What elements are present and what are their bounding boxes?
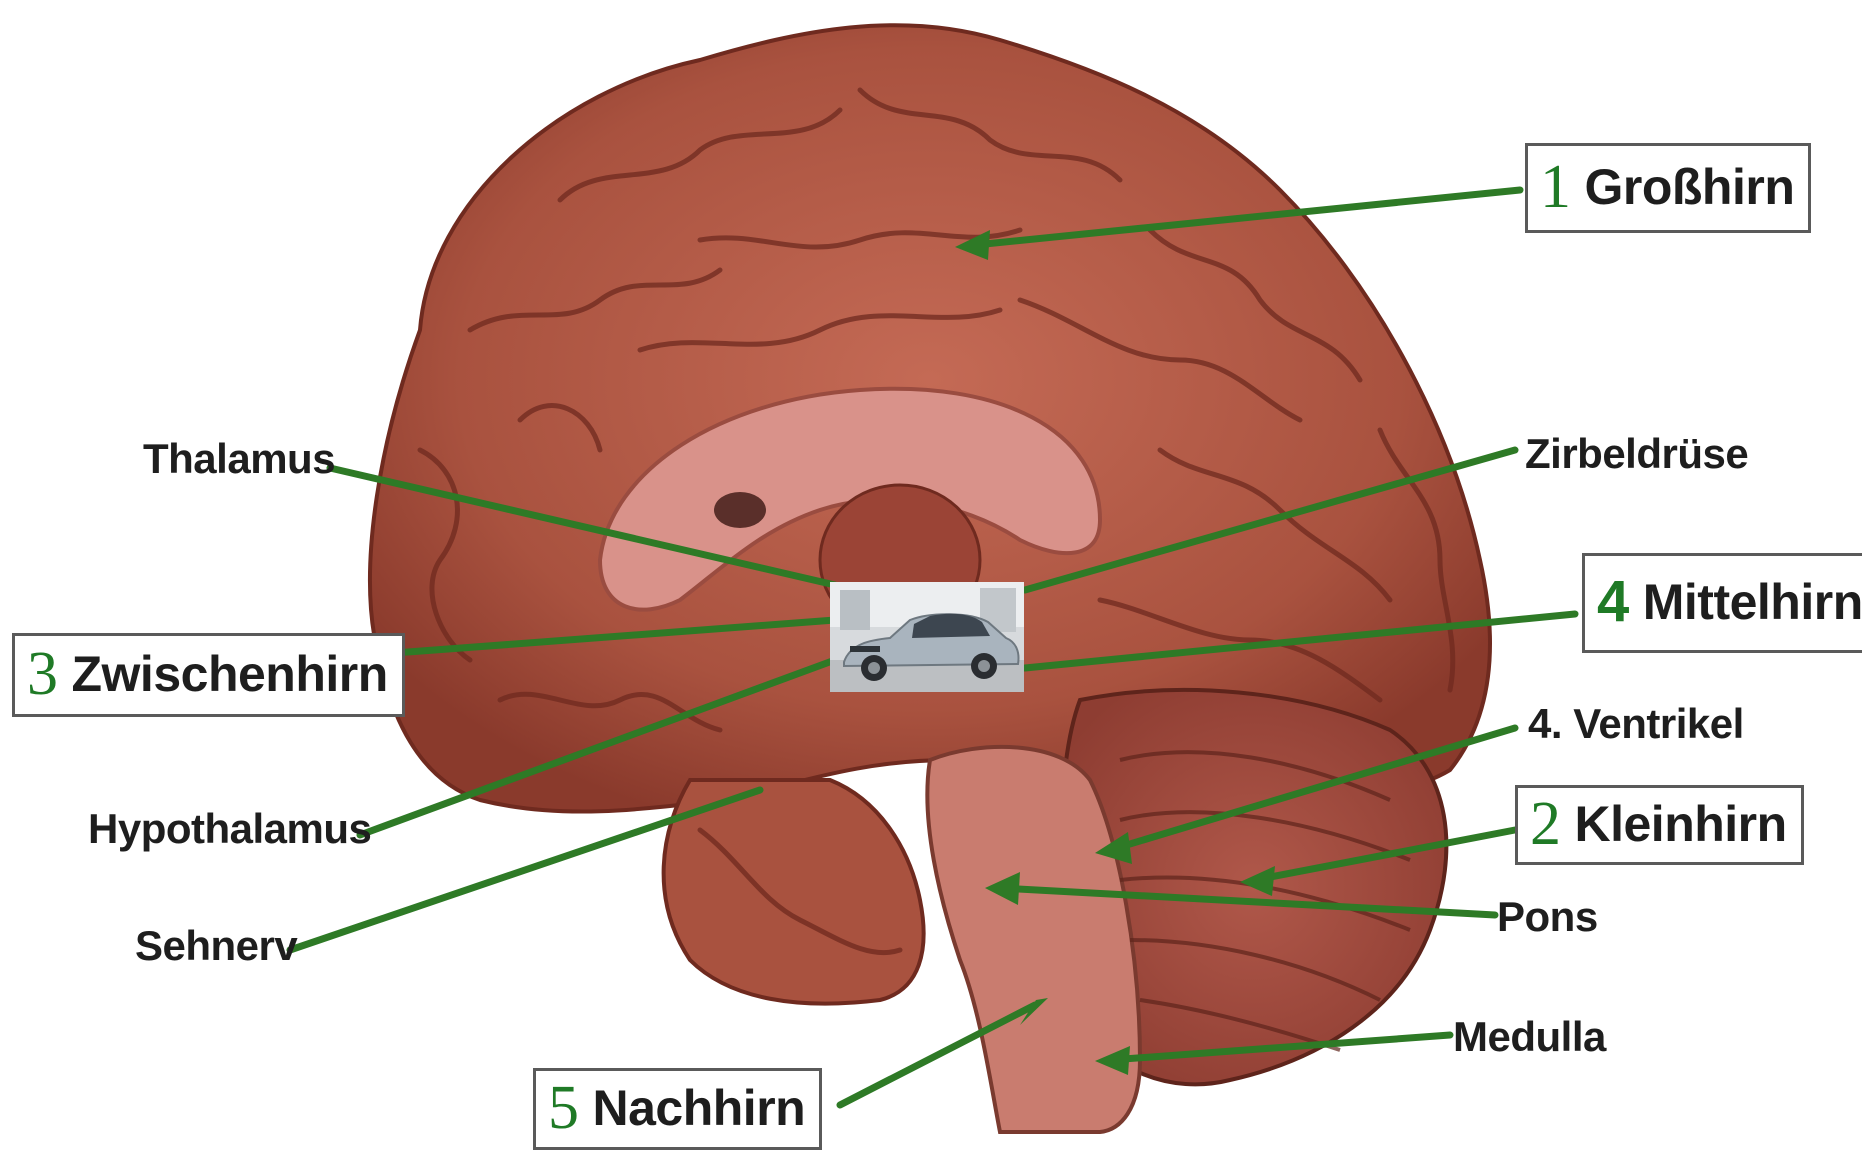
label-text: Nachhirn <box>593 1083 806 1133</box>
label-hypothalamus: Hypothalamus <box>88 805 371 853</box>
label-number: 4 <box>1597 573 1629 631</box>
leader-line-grosshirn <box>975 190 1520 245</box>
label-box-zwischenhirn: 3 Zwischenhirn <box>12 633 405 717</box>
leader-line-ventrikel <box>1110 728 1515 850</box>
label-zirbeldruese: Zirbeldrüse <box>1525 430 1748 478</box>
label-text: Mittelhirn <box>1643 577 1862 627</box>
leader-line-zwischenhirn <box>368 620 835 655</box>
label-thalamus: Thalamus <box>143 435 335 483</box>
leader-line-kleinhirn <box>1255 830 1515 880</box>
leader-line-hypothalamus <box>360 660 835 835</box>
leader-line-nachhirn <box>840 1005 1035 1105</box>
label-medulla: Medulla <box>1453 1013 1606 1061</box>
label-pons: Pons <box>1497 893 1598 941</box>
leader-line-zirbeldruese <box>1025 450 1515 590</box>
label-text: Großhirn <box>1585 162 1795 212</box>
leader-line-medulla <box>1110 1035 1450 1060</box>
label-text: Kleinhirn <box>1575 799 1787 849</box>
car-photo-illustration <box>830 582 1024 692</box>
label-number: 3 <box>27 643 58 705</box>
car-photo <box>830 582 1024 692</box>
label-ventrikel: 4. Ventrikel <box>1528 700 1744 748</box>
leader-line-thalamus <box>330 468 835 585</box>
label-sehnerv: Sehnerv <box>135 922 297 970</box>
label-box-grosshirn: 1 Großhirn <box>1525 143 1811 233</box>
label-number: 2 <box>1530 793 1561 855</box>
label-number: 1 <box>1540 156 1571 218</box>
label-number: 5 <box>548 1077 579 1139</box>
leader-line-mittelhirn <box>1025 614 1575 668</box>
label-box-kleinhirn: 2 Kleinhirn <box>1515 785 1804 865</box>
label-box-mittelhirn: 4 Mittelhirn <box>1582 553 1862 653</box>
leader-line-pons <box>1000 888 1495 915</box>
label-text: Zwischenhirn <box>72 649 388 699</box>
